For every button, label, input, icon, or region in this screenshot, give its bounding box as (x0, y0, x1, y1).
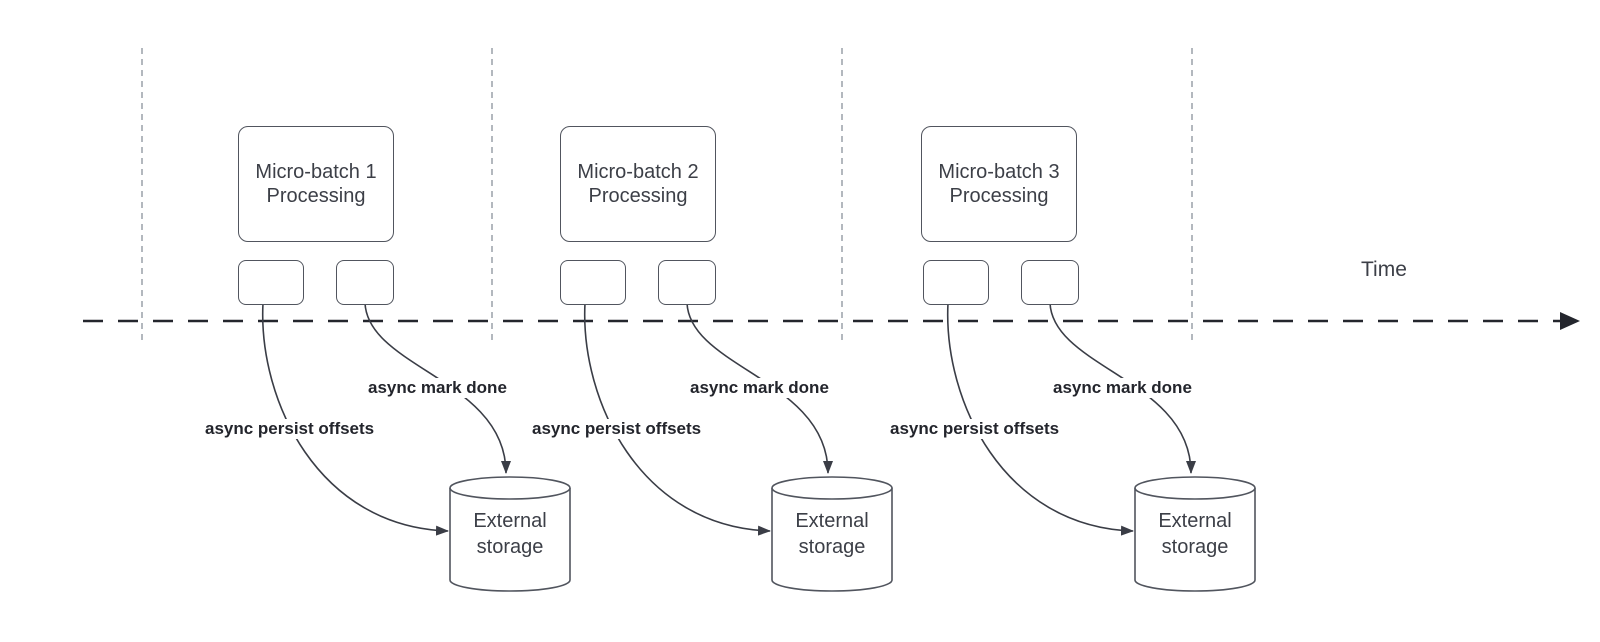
storage-label-line2: storage (1161, 536, 1229, 558)
processing-box-title-line2: Processing (588, 185, 688, 207)
persist-offsets-task-box (923, 260, 989, 305)
async-persist-offsets-arrow (583, 302, 771, 536)
processing-box-title-line1: Micro-batch 2 (577, 161, 699, 183)
persist-offsets-task-box (238, 260, 304, 305)
async-mark-done-arrow (1049, 302, 1196, 474)
micro-batch-2-processing-box: Micro-batch 2 Processing (560, 126, 716, 242)
mark-done-arrow-label: async mark done (1052, 378, 1193, 398)
async-persist-offsets-arrow (946, 302, 1134, 536)
processing-box-title-line1: Micro-batch 1 (255, 161, 377, 183)
time-axis-arrowhead-icon (1560, 312, 1580, 330)
persist-offsets-arrow-label: async persist offsets (204, 419, 376, 439)
time-axis-label: Time (1361, 258, 1407, 281)
micro-batch-1-processing-box: Micro-batch 1 Processing (238, 126, 394, 242)
mark-done-arrow-label: async mark done (689, 378, 830, 398)
mark-done-task-box (658, 260, 716, 305)
external-storage-cylinder-icon (449, 476, 571, 592)
persist-offsets-arrow-label: async persist offsets (889, 419, 1061, 439)
storage-label-line2: storage (798, 536, 866, 558)
storage-label-line1: External (473, 510, 547, 532)
persist-offsets-arrow-label: async persist offsets (531, 419, 703, 439)
external-storage-cylinder-icon (771, 476, 893, 592)
external-storage-label: External storage (450, 482, 570, 586)
storage-label-line1: External (1158, 510, 1232, 532)
external-storage-label: External storage (1135, 482, 1255, 586)
external-storage-label: External storage (772, 482, 892, 586)
mark-done-arrow-label: async mark done (367, 378, 508, 398)
processing-box-title-line2: Processing (266, 185, 366, 207)
processing-box-title-line1: Micro-batch 3 (938, 161, 1060, 183)
persist-offsets-task-box (560, 260, 626, 305)
async-mark-done-arrow (364, 302, 511, 474)
micro-batch-3-processing-box: Micro-batch 3 Processing (921, 126, 1077, 242)
external-storage-cylinder-icon (1134, 476, 1256, 592)
async-persist-offsets-arrow (261, 302, 449, 536)
mark-done-task-box (336, 260, 394, 305)
storage-label-line2: storage (476, 536, 544, 558)
storage-label-line1: External (795, 510, 869, 532)
mark-done-task-box (1021, 260, 1079, 305)
processing-box-title-line2: Processing (949, 185, 1049, 207)
async-mark-done-arrow (686, 302, 833, 474)
